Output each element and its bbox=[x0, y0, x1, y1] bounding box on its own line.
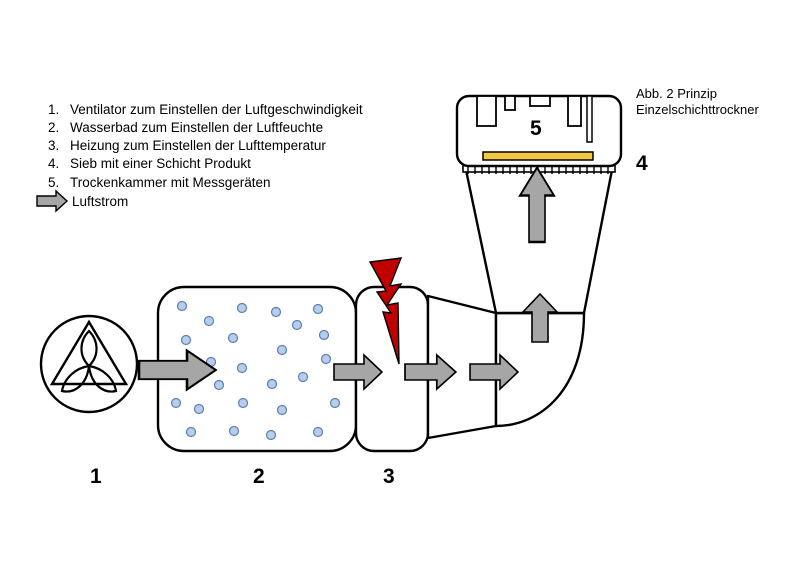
legend-number-3: 3. bbox=[48, 138, 59, 153]
label-sieve: 4 bbox=[636, 152, 648, 175]
water-bath bbox=[156, 285, 358, 453]
elbow-curve bbox=[495, 312, 586, 428]
legend-airflow-label: Luftstrom bbox=[72, 194, 128, 209]
legend-number-1: 1. bbox=[48, 102, 59, 117]
legend-item-2: Wasserbad zum Einstellen der Luftfeuchte bbox=[70, 120, 323, 135]
fan-triangle bbox=[49, 319, 129, 386]
instrument-3-icon bbox=[529, 95, 551, 107]
legend-number-5: 5. bbox=[48, 175, 59, 190]
label-waterbath: 2 bbox=[253, 465, 265, 488]
thermometer-icon bbox=[586, 95, 593, 143]
label-heater: 3 bbox=[383, 465, 395, 488]
legend-item-4: Sieb mit einer Schicht Produkt bbox=[70, 156, 251, 171]
heater bbox=[354, 257, 430, 453]
fan-housing bbox=[39, 314, 139, 414]
fan-blades-icon bbox=[60, 329, 118, 393]
instrument-4-icon bbox=[567, 95, 582, 127]
instrument-1-icon bbox=[476, 95, 497, 127]
drying-chamber bbox=[455, 94, 623, 168]
duct bbox=[426, 168, 614, 440]
legend-number-4: 4. bbox=[48, 156, 59, 171]
product-layer bbox=[482, 151, 594, 161]
label-fan: 1 bbox=[90, 465, 102, 488]
legend-number-2: 2. bbox=[48, 120, 59, 135]
legend-item-1: Ventilator zum Einstellen der Luftgeschw… bbox=[70, 102, 363, 117]
lightning-icon bbox=[368, 257, 403, 365]
instrument-2-icon bbox=[504, 95, 516, 111]
water-bubbles bbox=[170, 300, 341, 441]
legend: 1. Ventilator zum Einstellen der Luftges… bbox=[36, 102, 363, 213]
caption-line-1: Abb. 2 Prinzip bbox=[636, 86, 717, 101]
legend-item-5: Trockenkammer mit Messgeräten bbox=[70, 175, 271, 190]
legend-arrow-icon bbox=[36, 189, 69, 213]
fan bbox=[39, 314, 139, 414]
caption-line-2: Einzelschichttrockner bbox=[636, 102, 759, 117]
legend-item-3: Heizung zum Einstellen der Lufttemperatu… bbox=[70, 138, 326, 153]
label-chamber: 5 bbox=[530, 117, 542, 140]
